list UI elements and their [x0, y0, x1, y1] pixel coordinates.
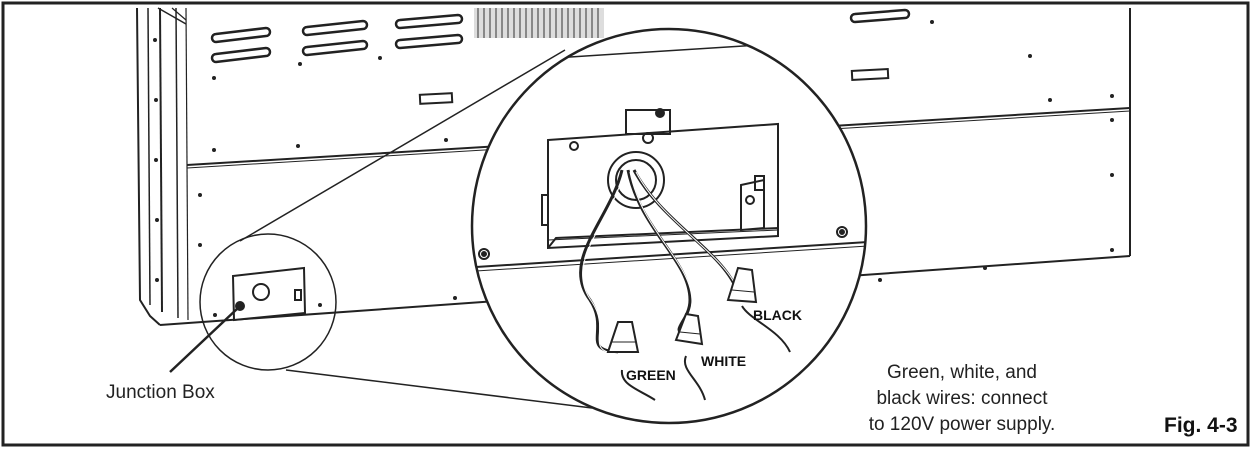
callout-line-top — [239, 49, 566, 242]
figure-number: Fig. 4-3 — [1164, 414, 1238, 437]
note-line-2: black wires: connect — [876, 388, 1048, 409]
junction-box-label: Junction Box — [106, 382, 215, 403]
callout-line-bottom — [285, 369, 593, 409]
black-label: BLACK — [753, 307, 802, 323]
white-label: WHITE — [701, 353, 746, 369]
note-line-1: Green, white, and — [887, 362, 1037, 383]
wiring-note: Green, white, and black wires: connect t… — [869, 362, 1056, 435]
magnified-inset: GREEN WHITE BLACK — [470, 27, 868, 425]
white-wire-nut — [674, 312, 704, 346]
black-wire-nut — [726, 266, 758, 304]
wire-nuts — [606, 266, 758, 353]
green-label: GREEN — [626, 367, 676, 383]
junction-box-leader — [169, 307, 239, 373]
junction-box-highlight — [199, 233, 337, 371]
note-line-3: to 120V power supply. — [869, 414, 1056, 435]
green-wire-nut — [606, 321, 640, 353]
